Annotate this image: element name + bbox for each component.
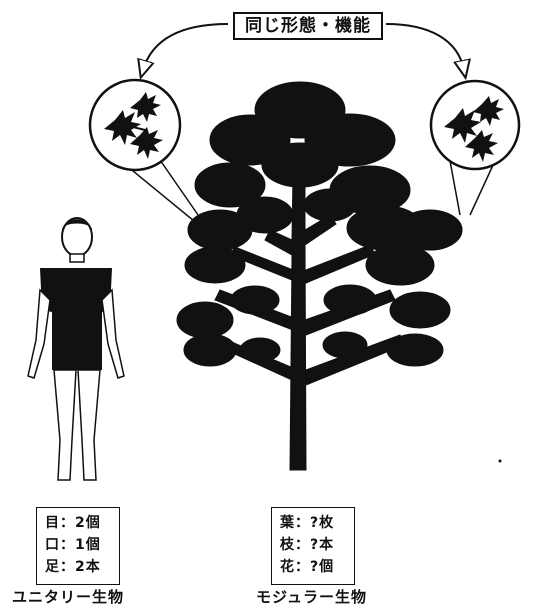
unitary-count-row: 口：1個: [45, 534, 111, 556]
unitary-count-row: 目：2個: [45, 512, 111, 534]
unitary-count-row: 足：2本: [45, 556, 111, 578]
human-figure: [28, 218, 124, 480]
modular-count-row: 葉：?枚: [280, 512, 346, 534]
modular-count-row: 花：?個: [280, 556, 346, 578]
right-leaf-magnifier: [431, 81, 519, 215]
shared-form-function-label: 同じ形態・機能: [233, 12, 383, 40]
tree-silhouette: [177, 82, 462, 470]
left-leaf-magnifier: [90, 80, 205, 230]
modular-caption: モジュラー生物: [256, 586, 367, 607]
modular-count-row: 枝：?本: [280, 534, 346, 556]
unitary-count-box: 目：2個 口：1個 足：2本: [36, 507, 120, 585]
right-arrow: [386, 24, 464, 70]
modular-count-box: 葉：?枚 枝：?本 花：?個: [271, 507, 355, 585]
unitary-caption: ユニタリー生物: [12, 586, 124, 607]
left-arrow: [143, 24, 228, 70]
